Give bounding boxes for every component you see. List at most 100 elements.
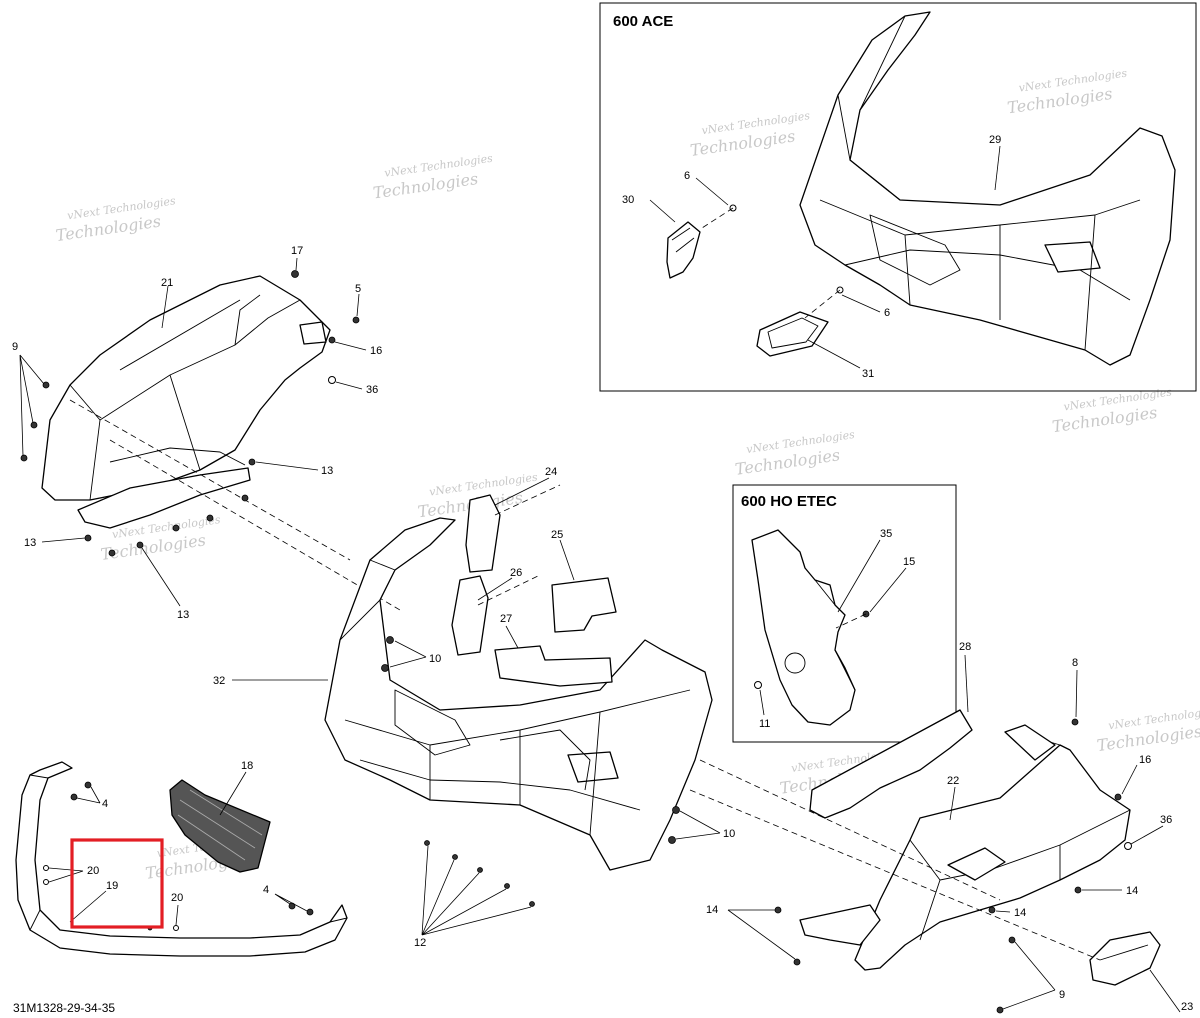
screw-9[interactable] — [42, 381, 50, 389]
leader-line — [335, 381, 363, 390]
nut-14[interactable] — [793, 958, 801, 966]
screw-12[interactable] — [529, 901, 535, 907]
nut-13[interactable] — [108, 549, 116, 557]
nut-10[interactable] — [386, 636, 394, 644]
assembly-line — [689, 789, 1101, 961]
bracket-30[interactable] — [666, 221, 701, 279]
callout-16: 16 — [1139, 754, 1151, 766]
callout-18: 18 — [241, 760, 253, 772]
callout-9: 9 — [12, 341, 18, 353]
screw-4[interactable] — [306, 908, 314, 916]
nut-13[interactable] — [84, 534, 92, 542]
nut-13[interactable] — [241, 494, 249, 502]
leader-line — [869, 567, 907, 613]
washer-36[interactable] — [1124, 842, 1132, 850]
callout-22: 22 — [947, 775, 959, 787]
callout-4: 4 — [263, 884, 269, 896]
foam-35[interactable] — [751, 529, 856, 726]
leader-line — [76, 786, 101, 804]
ace-variant-frame — [599, 2, 1197, 392]
callout-31: 31 — [862, 368, 874, 380]
callout-13: 13 — [177, 609, 189, 621]
callout-19: 19 — [106, 880, 118, 892]
foam-27[interactable] — [494, 645, 613, 687]
nut-10[interactable] — [668, 836, 676, 844]
nut-14[interactable] — [1074, 886, 1082, 894]
screw-12[interactable] — [477, 867, 483, 873]
leader-line — [675, 810, 721, 840]
skid-plate-21[interactable] — [77, 467, 251, 529]
callout-13: 13 — [321, 465, 333, 477]
callout-21: 21 — [161, 277, 173, 289]
rivet-17[interactable] — [291, 270, 299, 278]
leader-line — [649, 199, 676, 223]
foam-26[interactable] — [451, 575, 489, 656]
callout-6: 6 — [884, 307, 890, 319]
air-intake-31[interactable] — [756, 311, 829, 357]
foam-28[interactable] — [809, 709, 973, 819]
callout-20: 20 — [171, 892, 183, 904]
washer-36[interactable] — [328, 376, 336, 384]
screw-9[interactable] — [30, 421, 38, 429]
assembly-line — [699, 759, 1001, 901]
intake-23[interactable] — [1089, 931, 1161, 986]
leader-line — [837, 539, 881, 613]
leader-line — [161, 285, 169, 329]
document-id: 31M1328-29-34-35 — [13, 1001, 115, 1015]
leader-line — [175, 904, 179, 926]
skid-plate-22[interactable] — [799, 904, 881, 946]
callout-15: 15 — [903, 556, 915, 568]
callout-29: 29 — [989, 134, 1001, 146]
screw-9[interactable] — [1008, 936, 1016, 944]
foam-25[interactable] — [551, 577, 617, 633]
leader-line — [1075, 669, 1078, 718]
assembly-line — [701, 207, 841, 319]
nut-13[interactable] — [172, 524, 180, 532]
rivet-20[interactable] — [173, 925, 179, 931]
screw-8[interactable] — [1071, 718, 1079, 726]
rivet-20[interactable] — [43, 865, 49, 871]
nut-14[interactable] — [774, 906, 782, 914]
nut-13[interactable] — [248, 458, 256, 466]
screw-4[interactable] — [70, 793, 78, 801]
nut-14[interactable] — [988, 906, 996, 914]
bumper-29[interactable] — [799, 11, 1176, 366]
screw-9[interactable] — [20, 454, 28, 462]
foam-24[interactable] — [465, 494, 501, 573]
screw-9[interactable] — [996, 1006, 1004, 1014]
leader-line — [759, 689, 765, 716]
leader-line — [295, 257, 298, 271]
leader-line — [1130, 825, 1164, 845]
leader-line — [69, 890, 107, 923]
bumper-32[interactable] — [324, 517, 713, 871]
screw-4[interactable] — [84, 781, 92, 789]
clip-16[interactable] — [328, 336, 336, 344]
clip-16[interactable] — [1114, 793, 1122, 801]
nut-10[interactable] — [672, 806, 680, 814]
leader-line — [995, 910, 1011, 913]
leader-line — [389, 640, 427, 668]
callout-23: 23 — [1181, 1001, 1193, 1013]
leader-line — [949, 786, 956, 821]
leader-line — [255, 461, 319, 471]
screw-12[interactable] — [424, 840, 430, 846]
screw-5[interactable] — [352, 316, 360, 324]
leader-line — [807, 339, 861, 369]
nut-13[interactable] — [136, 541, 144, 549]
side-panel-21[interactable] — [41, 275, 331, 501]
leader-line — [494, 477, 550, 506]
screw-12[interactable] — [452, 854, 458, 860]
washer-11[interactable] — [754, 681, 762, 689]
side-panel-22[interactable] — [854, 724, 1131, 971]
nut-10[interactable] — [381, 664, 389, 672]
rivet-20[interactable] — [43, 879, 49, 885]
nut-13[interactable] — [206, 514, 214, 522]
callout-14: 14 — [706, 904, 718, 916]
leader-line — [964, 654, 969, 713]
leader-line — [219, 771, 247, 816]
bumper-bar-19[interactable] — [15, 761, 348, 957]
leader-line — [841, 294, 881, 313]
screw-12[interactable] — [504, 883, 510, 889]
grille-18[interactable] — [169, 779, 271, 873]
